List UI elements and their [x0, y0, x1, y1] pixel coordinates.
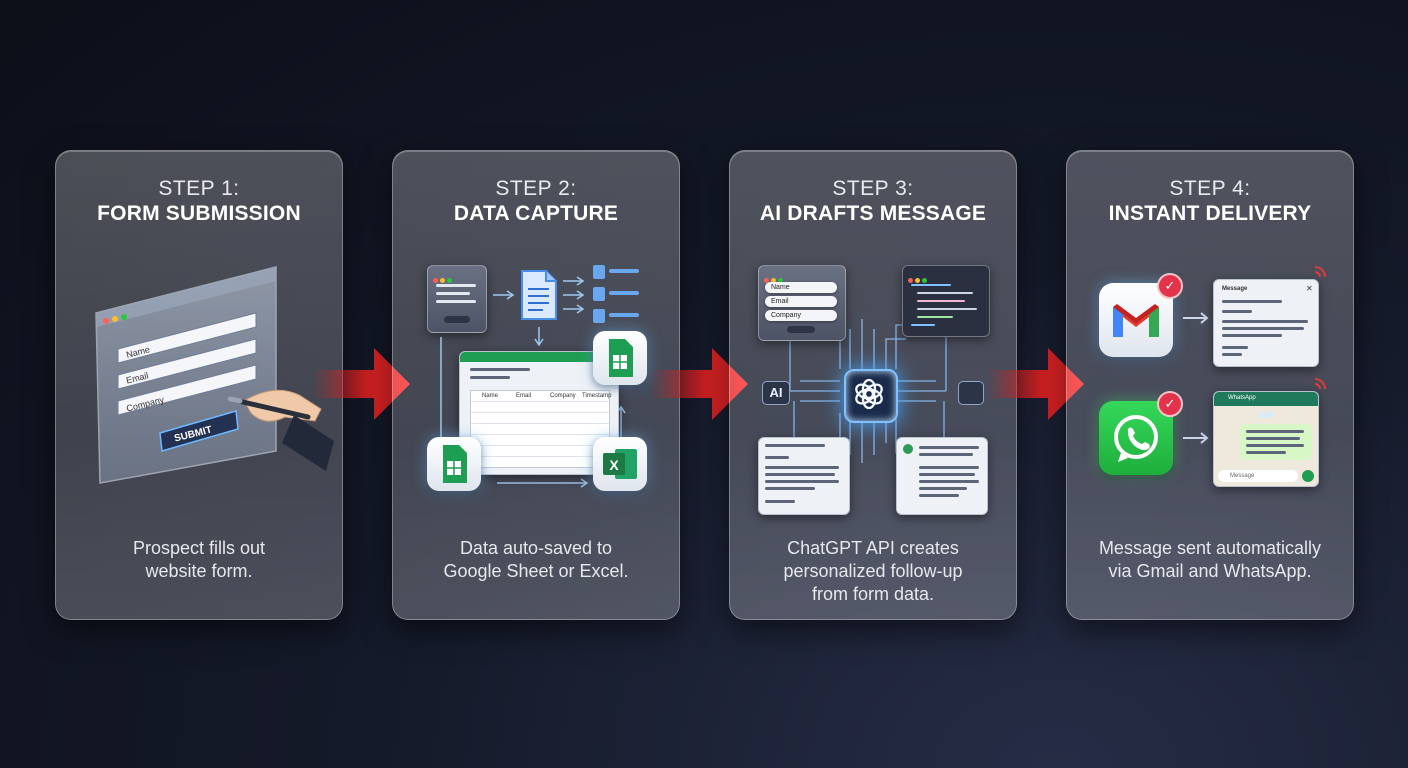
description-line: website form. — [145, 561, 253, 581]
message-input[interactable]: Message — [1230, 473, 1255, 479]
step-title: AI DRAFTS MESSAGE — [759, 202, 987, 225]
google-sheets-icon — [593, 331, 647, 385]
send-arrow — [1183, 432, 1209, 444]
step-number: STEP 1: — [158, 177, 240, 200]
flow-arrow-1 — [312, 348, 410, 420]
column-header: Company — [550, 393, 576, 399]
description-line: Prospect fills out — [132, 538, 266, 558]
step-title: DATA CAPTURE — [453, 202, 619, 225]
column-header: Timestamp — [582, 393, 612, 399]
window-title: Message — [1222, 286, 1248, 292]
description-line: personalized follow-up — [783, 561, 963, 581]
email-draft-icon — [758, 437, 850, 515]
step-illustration: AI Name Email Company — [730, 251, 1016, 531]
step-card-4: STEP 4: INSTANT DELIVERY ✓ Message ✕ — [1066, 150, 1354, 620]
description-line: Data auto-saved to — [459, 538, 613, 558]
step-description: ChatGPT API creates personalized follow-… — [744, 537, 1002, 606]
step-card-2: STEP 2: DATA CAPTURE — [392, 150, 680, 620]
close-icon[interactable]: ✕ — [1306, 284, 1313, 293]
step-card-1: STEP 1: FORM SUBMISSION Name Email Compa… — [55, 150, 343, 620]
signal-icon — [1314, 266, 1326, 278]
copy-icon — [958, 381, 984, 405]
description-line: via Gmail and WhatsApp. — [1108, 561, 1312, 581]
description-line: ChatGPT API creates — [787, 538, 959, 558]
description-line: Message sent automatically — [1098, 538, 1322, 558]
step-description: Prospect fills out website form. — [70, 537, 328, 583]
step-illustration: Name Email Company Timestamp X — [393, 251, 679, 531]
message-draft-icon — [896, 437, 988, 515]
window-title: WhatsApp — [1228, 395, 1256, 401]
flow-arrow-3 — [986, 348, 1084, 420]
step-number: STEP 4: — [1169, 177, 1251, 200]
send-arrow — [1183, 312, 1209, 324]
step-card-3: STEP 3: AI DRAFTS MESSAGE — [729, 150, 1017, 620]
step-illustration: Name Email Company SUBMIT — [56, 251, 342, 531]
openai-chip-icon — [844, 369, 898, 423]
ai-chip-label: AI — [762, 381, 790, 405]
code-window-icon — [902, 265, 990, 337]
step-number: STEP 3: — [832, 177, 914, 200]
step-illustration: ✓ Message ✕ ✓ WhatsApp — [1067, 251, 1353, 531]
step-number: STEP 2: — [495, 177, 577, 200]
check-icon: ✓ — [1157, 391, 1183, 417]
flow-arrow-2 — [650, 348, 748, 420]
data-flow-arrows — [436, 265, 639, 488]
step-title: INSTANT DELIVERY — [1108, 202, 1312, 225]
excel-icon: X — [593, 437, 647, 491]
gmail-message-window: Message ✕ — [1213, 279, 1319, 367]
whatsapp-chat-window: WhatsApp Message — [1213, 391, 1319, 487]
form-field: Name — [765, 282, 837, 293]
column-header: Email — [516, 393, 532, 399]
form-field: Company — [765, 310, 837, 321]
step-description: Data auto-saved to Google Sheet or Excel… — [407, 537, 665, 583]
spreadsheet-window: Name Email Company Timestamp — [459, 351, 619, 475]
check-icon: ✓ — [1157, 273, 1183, 299]
form-icon — [427, 265, 487, 333]
step-description: Message sent automatically via Gmail and… — [1081, 537, 1339, 583]
form-window-icon — [95, 266, 334, 484]
form-field: Email — [765, 296, 837, 307]
signal-icon — [1314, 378, 1326, 390]
column-header: Name — [482, 393, 499, 399]
form-input-window: Name Email Company — [758, 265, 846, 341]
description-line: from form data. — [811, 584, 935, 604]
google-sheets-icon — [427, 437, 481, 491]
document-icon — [521, 270, 557, 320]
step-title: FORM SUBMISSION — [97, 202, 301, 225]
description-line: Google Sheet or Excel. — [443, 561, 629, 581]
svg-text:X: X — [609, 457, 619, 473]
